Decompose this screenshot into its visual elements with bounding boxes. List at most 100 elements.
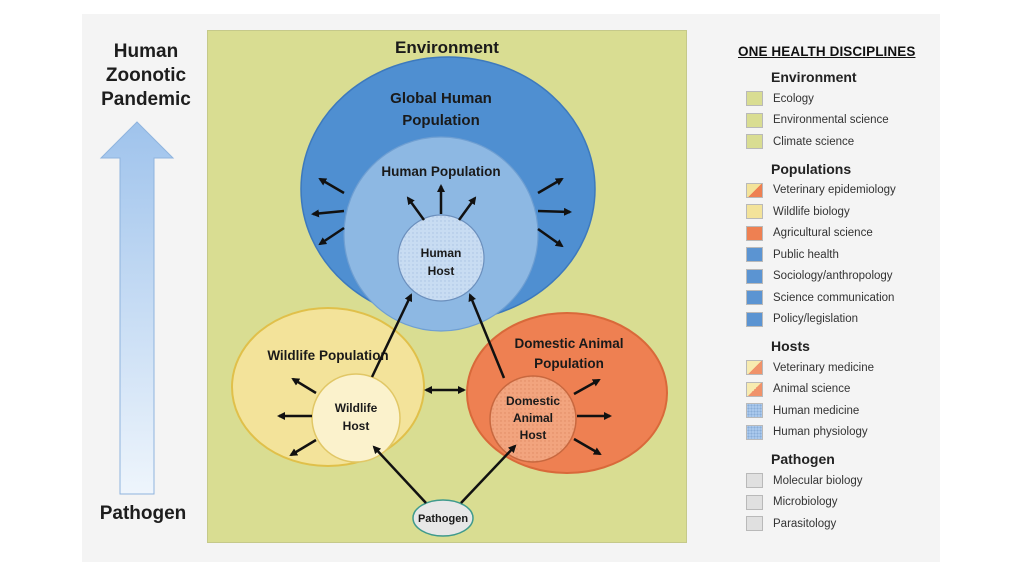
global-human-population-label-2: Population [402, 112, 480, 129]
arrow-human-pop-left-3 [318, 226, 345, 246]
legend-swatch [746, 91, 763, 107]
legend-item-label: Wildlife biology [773, 205, 850, 218]
legend-item-label: Environmental science [773, 114, 889, 127]
legend-item: Veterinary medicine [738, 357, 938, 379]
wildlife-host-label-2: Host [343, 419, 370, 433]
pandemic-scale-arrow [99, 121, 175, 495]
legend-item: Ecology [738, 88, 938, 110]
legend-item: Human medicine [738, 400, 938, 422]
human-host-circle [397, 214, 485, 302]
legend-item-label: Animal science [773, 383, 851, 396]
arrow-domestic-to-human [468, 293, 506, 379]
legend-item-label: Public health [773, 248, 839, 261]
legend-item: Agricultural science [738, 223, 938, 245]
arrow-human-pop-right-3 [537, 227, 564, 248]
legend-swatch [746, 268, 763, 284]
legend-item-label: Parasitology [773, 517, 837, 530]
domestic-host-circle [489, 375, 577, 463]
legend-group-title: Hosts [771, 338, 810, 354]
legend-item: Human physiology [738, 422, 938, 444]
legend-swatch [746, 204, 763, 220]
arrow-wildlife-1 [291, 377, 317, 395]
legend-item: Public health [738, 244, 938, 266]
arrow-human-host-upright [457, 196, 477, 221]
global-human-population-label-1: Global Human [390, 90, 492, 107]
arrow-pathogen-to-wildlife [372, 445, 427, 504]
legend-swatch [746, 360, 763, 376]
legend-swatch [746, 290, 763, 306]
domestic-host-label-3: Host [520, 428, 547, 442]
legend-group-title: Populations [771, 160, 852, 177]
arrow-pathogen-to-domestic [460, 444, 517, 504]
legend-swatch [746, 516, 763, 532]
legend-item: Science communication [738, 287, 938, 309]
spread-arrows [277, 177, 612, 504]
pathogen-node [412, 499, 474, 537]
arrow-wildlife-3 [289, 438, 317, 457]
legend-swatch [746, 424, 763, 440]
domestic-population-label-2: Population [534, 356, 604, 371]
legend-item-label: Ecology [773, 92, 814, 105]
arrow-domestic-3 [573, 437, 602, 456]
arrow-human-host-upleft [406, 196, 426, 221]
domestic-population-label-1: Domestic Animal [514, 336, 623, 351]
legend-item: Parasitology [738, 513, 938, 535]
arrow-human-pop-right-2 [537, 207, 572, 216]
legend-item: Microbiology [738, 492, 938, 514]
legend-swatch [746, 134, 763, 150]
wildlife-host-circle [311, 373, 401, 463]
pathogen-axis-label: Pathogen [88, 502, 198, 526]
legend-item: Climate science [738, 131, 938, 153]
legend-item-label: Human medicine [773, 404, 860, 417]
arrow-domestic-1 [573, 378, 601, 396]
legend-item-label: Veterinary medicine [773, 361, 874, 374]
environment-title: Environment [395, 38, 499, 57]
legend-item-label: Policy/legislation [773, 313, 859, 326]
legend-item-label: Human physiology [773, 426, 868, 439]
human-population-label: Human Population [381, 164, 500, 179]
legend-swatch [746, 494, 763, 510]
legend-item: Environmental science [738, 110, 938, 132]
arrow-human-pop-right-1 [537, 177, 564, 195]
legend-item: Sociology/anthropology [738, 266, 938, 288]
legend-swatch [746, 112, 763, 128]
legend-item: Wildlife biology [738, 201, 938, 223]
legend-item: Policy/legislation [738, 309, 938, 331]
arrow-wildlife-to-human [370, 293, 413, 378]
legend-item-label: Science communication [773, 291, 895, 304]
human-host-label-1: Human [421, 246, 462, 260]
legend-group-title: Environment [771, 69, 857, 85]
arrow-human-pop-left-2 [311, 209, 345, 218]
domestic-host-label-2: Animal [513, 411, 553, 425]
pandemic-label-text: Human Zoonotic Pandemic [101, 41, 191, 110]
legend-title: ONE HEALTH DISCIPLINES [738, 44, 916, 59]
legend-item-label: Molecular biology [773, 474, 863, 487]
legend-item-label: Agricultural science [773, 227, 873, 240]
legend-swatch [746, 182, 763, 198]
legend-item-label: Sociology/anthropology [773, 270, 893, 283]
human-host-label-2: Host [428, 264, 455, 278]
pathogen-axis-label-text: Pathogen [99, 503, 187, 524]
legend-swatch [746, 247, 763, 263]
arrow-human-pop-left-1 [318, 177, 345, 195]
legend-item: Molecular biology [738, 470, 938, 492]
legend-group-title: Pathogen [771, 451, 835, 467]
legend-swatch [746, 473, 763, 489]
legend-swatch [746, 311, 763, 327]
legend-swatch [746, 381, 763, 397]
legend-item-label: Climate science [773, 135, 855, 148]
pandemic-label: Human Zoonotic Pandemic [92, 40, 200, 112]
wildlife-host-label-1: Wildlife [335, 401, 378, 415]
legend-swatch [746, 225, 763, 241]
legend-item-label: Microbiology [773, 496, 838, 509]
legend-item: Veterinary epidemiology [738, 180, 938, 202]
domestic-host-label-1: Domestic [506, 394, 560, 408]
legend-swatch [746, 403, 763, 419]
